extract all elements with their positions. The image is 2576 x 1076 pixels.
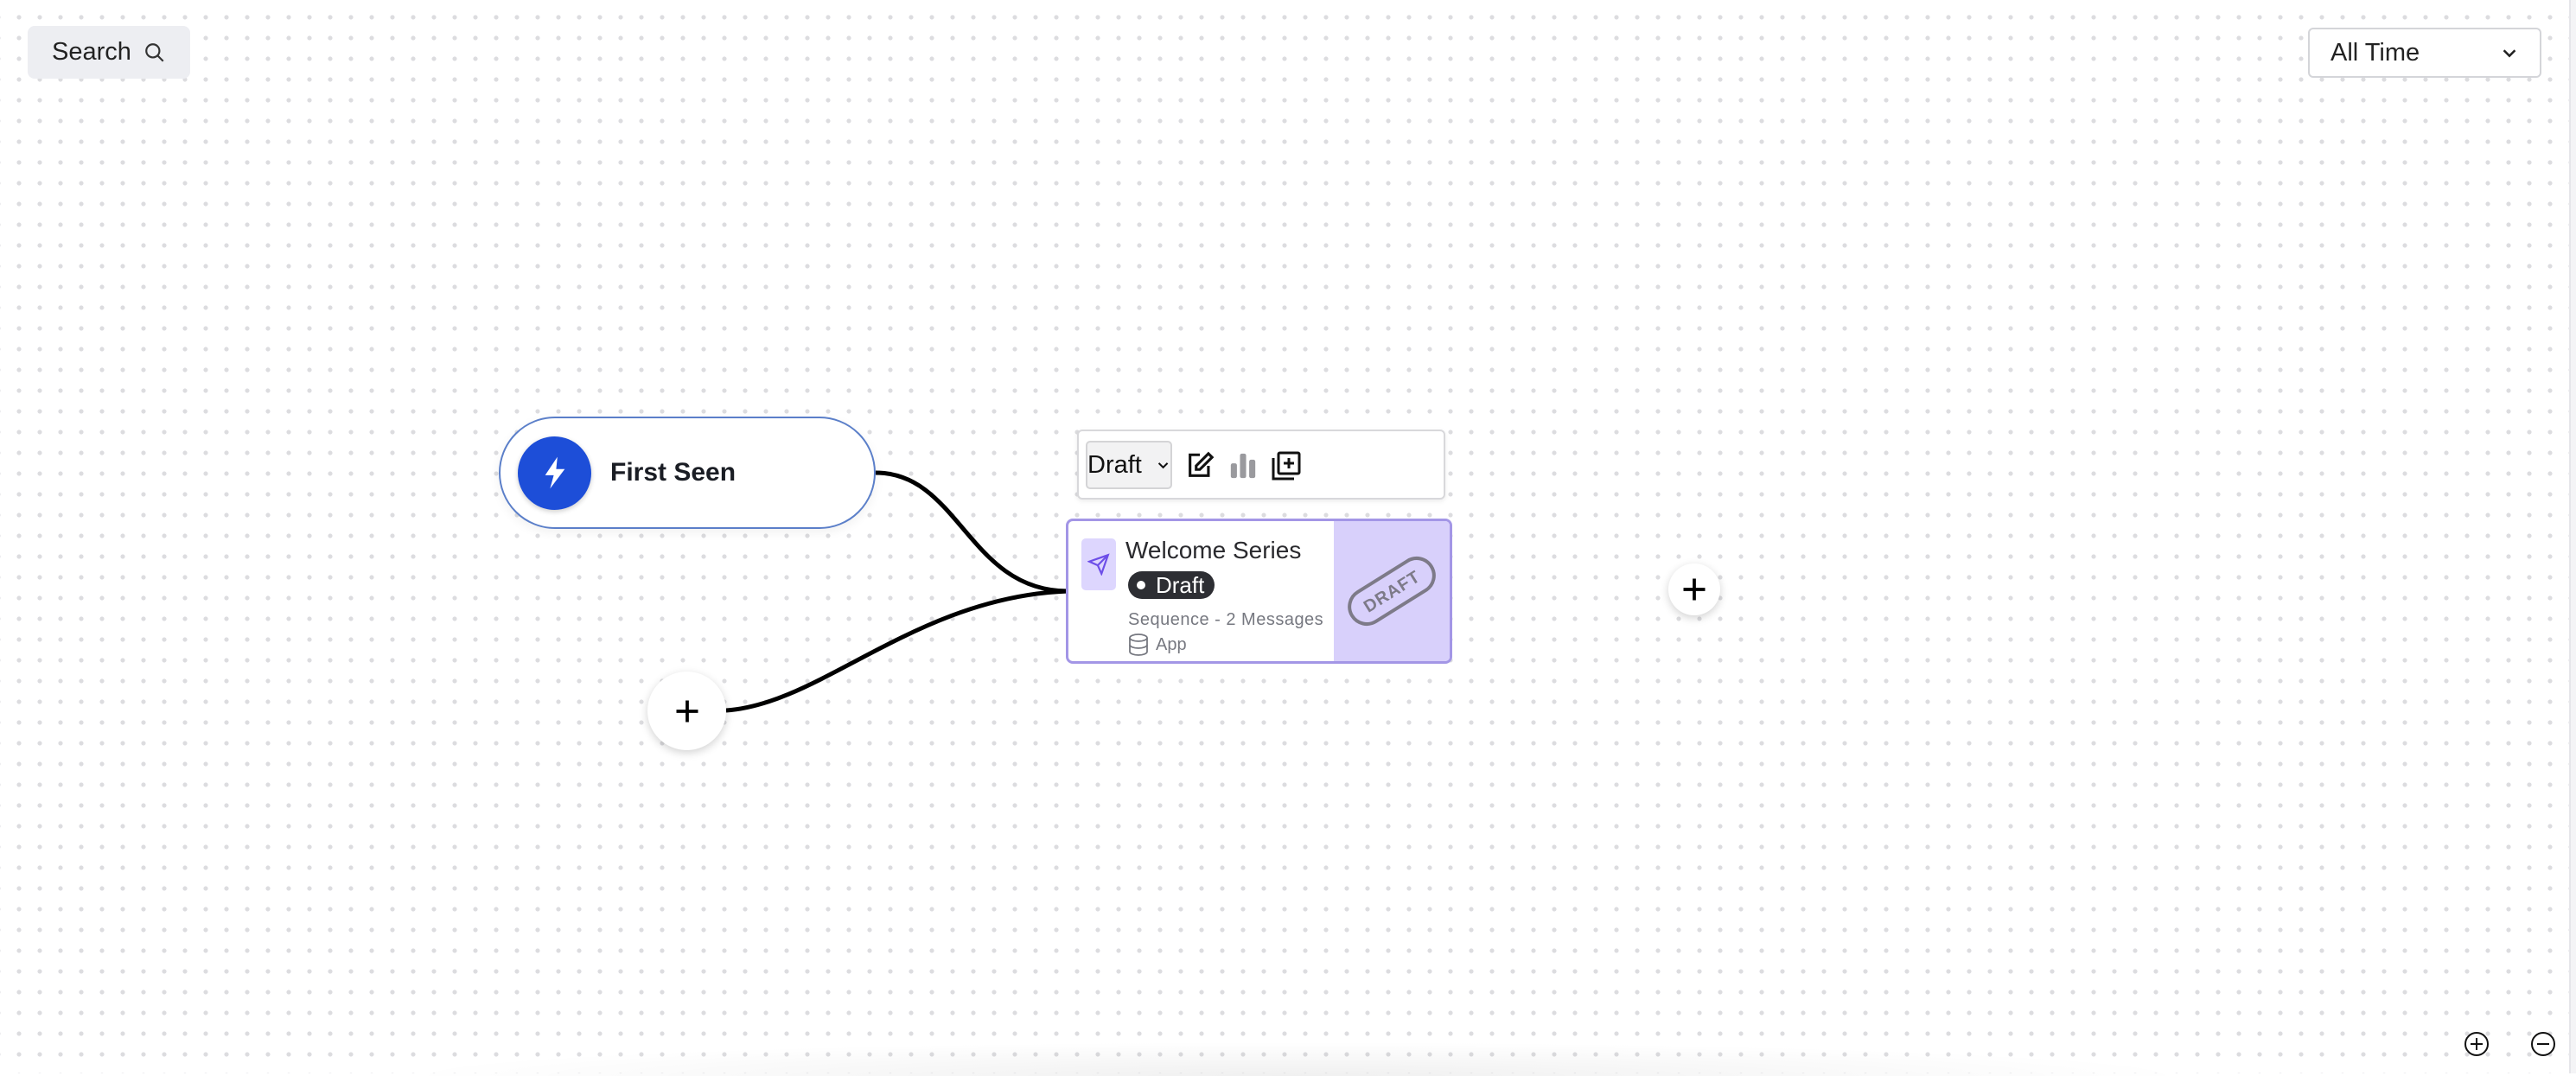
send-icon [1081, 538, 1116, 590]
trigger-node-first-seen[interactable]: First Seen [499, 417, 876, 529]
svg-text:DRAFT: DRAFT [1361, 567, 1424, 616]
scrollbar[interactable] [2569, 0, 2576, 1073]
chevron-down-icon [1157, 462, 1169, 469]
status-badge-label: Draft [1156, 571, 1205, 598]
zoom-in-icon[interactable] [2464, 1031, 2490, 1057]
status-dot [1137, 581, 1145, 589]
bar-chart-icon[interactable] [1227, 450, 1259, 481]
trigger-label: First Seen [610, 458, 736, 487]
status-select[interactable]: Draft [1086, 441, 1172, 489]
node-channel: App [1128, 634, 1187, 656]
channel-label: App [1156, 634, 1187, 654]
time-range-select[interactable]: All Time [2308, 28, 2541, 78]
node-title: Welcome Series [1125, 537, 1302, 563]
edit-icon[interactable] [1184, 450, 1215, 481]
zoom-out-icon[interactable] [2530, 1031, 2556, 1057]
search-button[interactable]: Search [28, 26, 190, 79]
chevron-down-icon [2503, 49, 2516, 58]
node-meta: Sequence - 2 Messages [1128, 610, 1324, 629]
add-trigger-button[interactable] [647, 672, 726, 750]
search-label: Search [52, 38, 131, 66]
bottom-shadow [389, 1041, 2204, 1076]
status-select-value: Draft [1087, 450, 1142, 479]
time-range-value: All Time [2331, 38, 2420, 67]
database-icon [1129, 634, 1148, 656]
edge-trigger-to-node [875, 470, 1069, 594]
plus-icon [676, 700, 698, 722]
lightning-icon [518, 436, 591, 510]
draft-stamp: DRAFT [1348, 556, 1436, 627]
draft-stamp-area: DRAFT [1334, 521, 1450, 661]
search-icon [145, 42, 164, 62]
add-next-step-button[interactable] [1668, 563, 1720, 615]
edge-add-to-node [725, 589, 1069, 713]
status-badge: Draft [1128, 571, 1215, 599]
sequence-node-welcome-series[interactable]: DRAFT Welcome Series Draft Sequence - 2 … [1066, 519, 1452, 664]
node-toolbar: Draft [1077, 430, 1445, 500]
duplicate-icon[interactable] [1271, 450, 1302, 481]
plus-icon [1683, 578, 1706, 601]
